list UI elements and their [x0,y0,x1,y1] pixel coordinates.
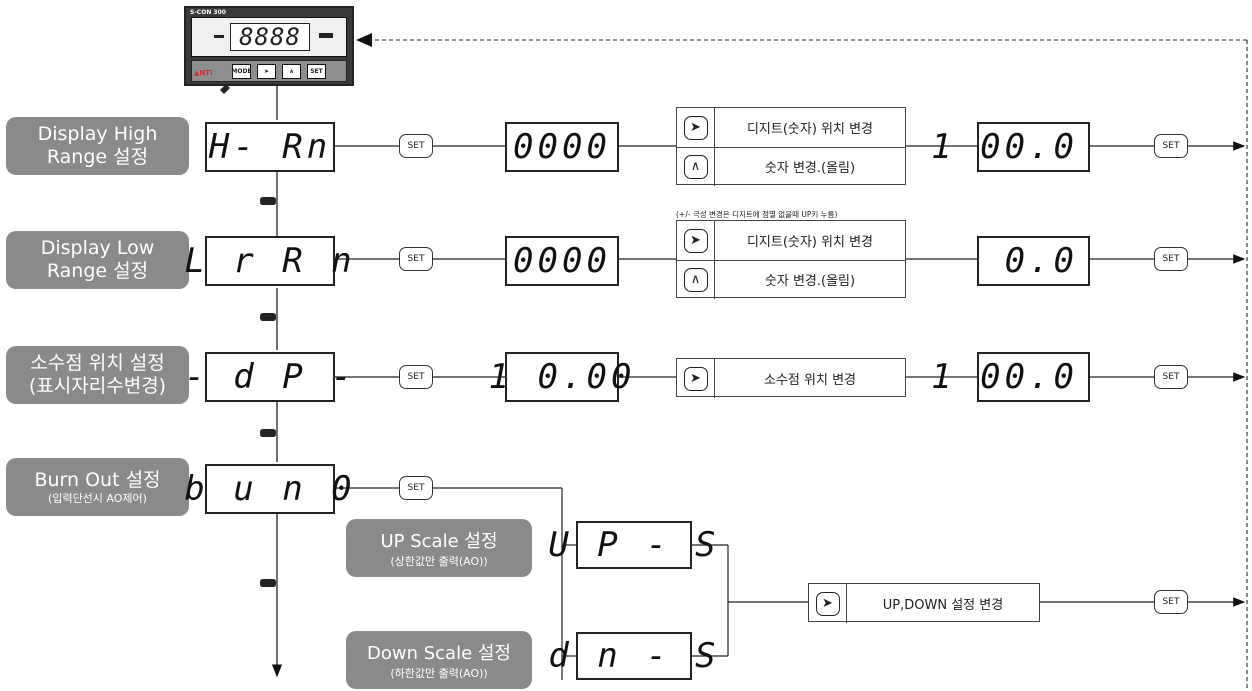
code-decimal-point: - d P - [184,352,352,402]
arrow-right-icon: ➤ [815,591,840,616]
hand-pointer-icon [258,577,278,589]
op-digit-shift: 디지트(숫자) 위치 변경 [746,122,874,137]
set-button[interactable]: SET [1154,247,1188,271]
controller-device: S-CON 300 8888 ▲NTI MODE ➤ ∧ SET [184,6,354,86]
operation-box: ➤ 디지트(숫자) 위치 변경 ∧ 숫자 변경.(올림) [676,107,906,186]
result-display: 0.0 [977,236,1090,286]
op-up-down: UP,DOWN 설정 변경 [882,598,1004,613]
set-button[interactable]: SET [399,476,433,500]
label-burn-out: Burn Out 설정 (입력단선시 AO제어) [6,458,189,516]
code-burn-out: b u n 0 [184,464,352,514]
code-display-high: H‐ Rn [205,122,335,172]
set-button[interactable]: SET [1154,134,1188,158]
op-decimal-shift: 소수점 위치 변경 [764,373,856,388]
code-down-scale: d n - S [548,632,716,680]
shift-button[interactable]: ➤ [257,64,276,79]
operation-box: ➤ 소수점 위치 변경 [676,358,906,398]
set-button[interactable]: SET [1154,590,1188,614]
op-digit-shift: 디지트(숫자) 위치 변경 [746,235,874,250]
arrow-right-icon: ➤ [683,366,708,391]
set-button[interactable]: SET [399,134,433,158]
label-down-scale: Down Scale 설정 (하한값만 출력(AO)) [346,631,532,689]
result-display: 1 00.0 [931,352,1090,402]
note-polarity: (+/- 극성 변경은 디지트에 점멸 없을때 UP키 누름) [676,210,838,219]
arrow-right-icon: ➤ [683,115,708,140]
label-display-low-range: Display Low Range 설정 [6,231,189,289]
label-decimal-point: 소수점 위치 설정 (표시자리수변경) [6,346,189,404]
hand-pointer-icon [258,195,278,207]
set-button[interactable]: SET [399,247,433,271]
arrow-up-icon: ∧ [683,154,708,179]
operation-box: ➤ UP,DOWN 설정 변경 [808,583,1040,623]
result-display: 1 00.0 [931,122,1090,172]
value-display: 0000 [505,236,619,286]
device-model: S-CON 300 [190,9,226,16]
code-up-scale: U P - S [548,521,716,569]
device-brand: ▲NTI [194,69,213,77]
op-number-up: 숫자 변경.(올림) [764,274,856,289]
label-up-scale: UP Scale 설정 (상한값만 출력(AO)) [346,519,532,577]
device-display: 8888 [230,23,310,51]
set-button[interactable]: SET [399,365,433,389]
op-number-up: 숫자 변경.(올림) [764,161,856,176]
set-button[interactable]: SET [307,64,326,79]
operation-box: ➤ 디지트(숫자) 위치 변경 ∧ 숫자 변경.(올림) [676,220,906,299]
code-display-low: L r R n [184,236,352,286]
value-display: 1 0.00 [489,352,631,402]
label-display-high-range: Display High Range 설정 [6,117,189,175]
value-display: 0000 [505,122,619,172]
hand-pointer-icon [258,311,278,323]
arrow-up-icon: ∧ [683,267,708,292]
hand-pointer-icon [258,427,278,439]
set-button[interactable]: SET [1154,365,1188,389]
arrow-right-icon: ➤ [683,228,708,253]
mode-button[interactable]: MODE [231,64,252,79]
up-button[interactable]: ∧ [282,64,301,79]
device-screen: 8888 [191,17,347,57]
